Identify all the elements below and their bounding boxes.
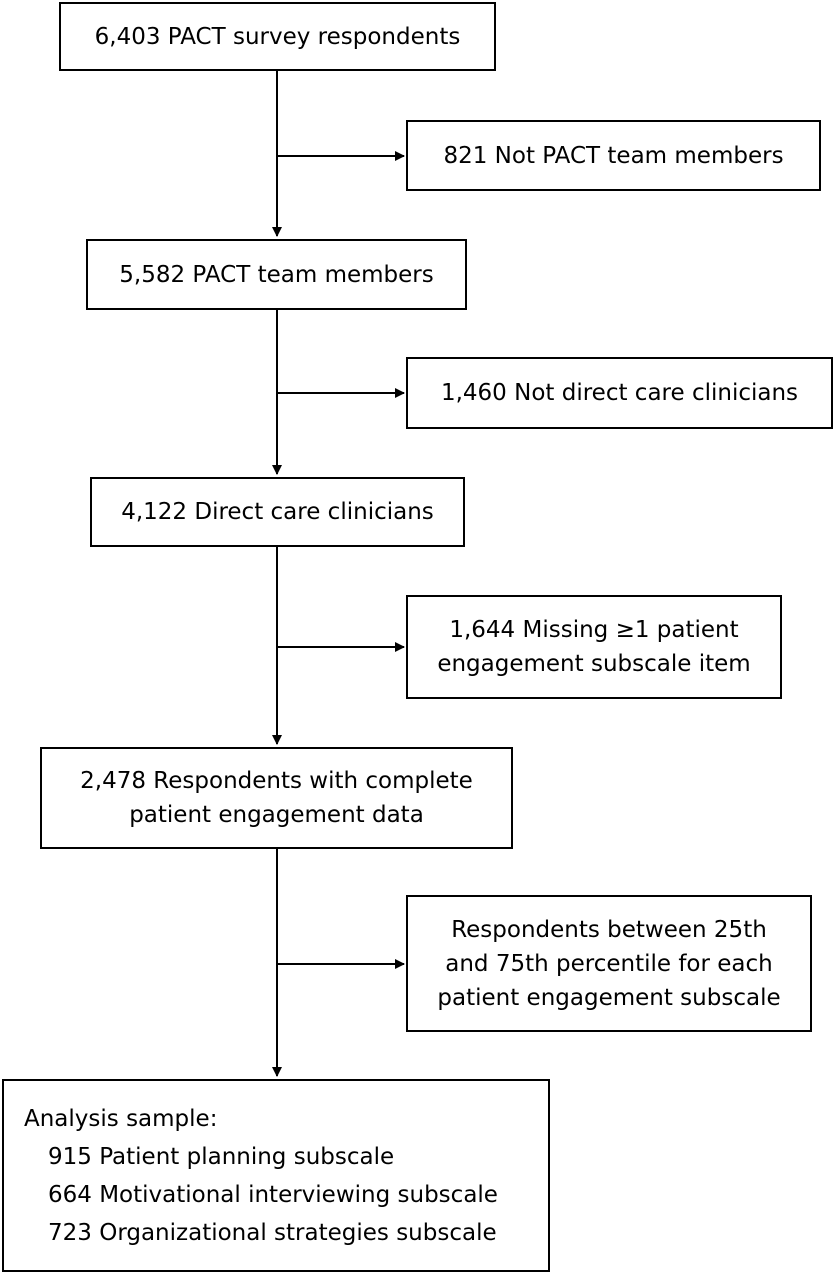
box-line: Respondents between 25th <box>451 916 767 943</box>
box-line: 2,478 Respondents with complete <box>80 768 473 794</box>
analysis-sample-item: 915 Patient planning subscale <box>48 1143 395 1170</box>
box-percentile-exclusion: Respondents between 25th and 75th percen… <box>406 895 812 1032</box>
box-line: patient engagement data <box>129 802 424 828</box>
box-line: patient engagement subscale <box>437 984 781 1011</box>
analysis-sample-item: 664 Motivational interviewing subscale <box>48 1181 498 1208</box>
box-line: 1,460 Not direct care clinicians <box>440 380 799 406</box>
box-line: 821 Not PACT team members <box>443 142 784 169</box>
box-line: 4,122 Direct care clinicians <box>121 499 434 525</box>
box-complete-data-respondents: 2,478 Respondents with complete patient … <box>40 747 513 849</box>
analysis-sample-heading: Analysis sample: <box>24 1105 218 1132</box>
box-missing-items: 1,644 Missing ≥1 patient engagement subs… <box>406 595 782 699</box>
box-direct-care-clinicians: 4,122 Direct care clinicians <box>90 477 465 547</box>
box-line: 5,582 PACT team members <box>119 261 434 288</box>
box-line: and 75th percentile for each <box>445 950 773 977</box>
box-analysis-sample: Analysis sample: 915 Patient planning su… <box>2 1079 550 1272</box>
box-line: 6,403 PACT survey respondents <box>94 23 461 50</box>
box-pact-team-members: 5,582 PACT team members <box>86 239 467 310</box>
analysis-sample-item: 723 Organizational strategies subscale <box>48 1219 497 1246</box>
box-line: 1,644 Missing ≥1 patient <box>449 617 739 643</box>
box-not-direct-care-clinicians: 1,460 Not direct care clinicians <box>406 357 833 429</box>
box-survey-respondents: 6,403 PACT survey respondents <box>59 2 496 71</box>
box-line: engagement subscale item <box>437 651 751 677</box>
box-not-pact-team-members: 821 Not PACT team members <box>406 120 821 191</box>
